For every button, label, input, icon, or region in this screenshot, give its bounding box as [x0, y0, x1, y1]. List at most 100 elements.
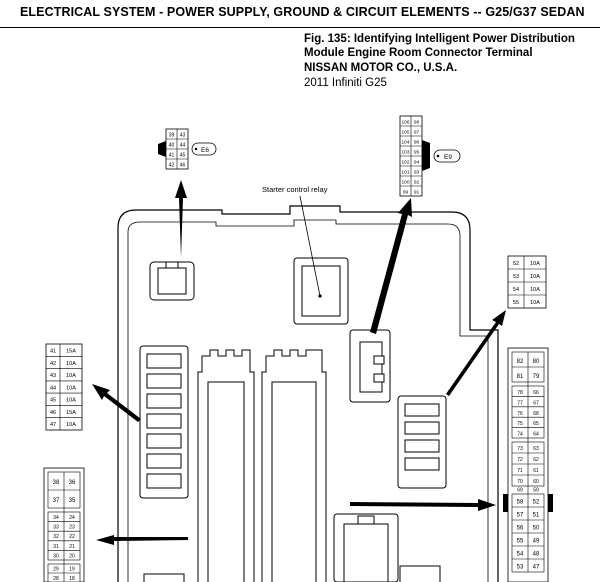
fusible-link-cavities: [197, 349, 327, 582]
pin-number: 62: [533, 457, 539, 463]
fuse-rating: 10A: [66, 373, 76, 379]
arrow-connector-right: [350, 499, 496, 511]
arrow-e6: [175, 180, 187, 258]
pin-number: 67: [533, 400, 539, 406]
e9-tag: E9: [433, 149, 461, 163]
pin-number: 50: [533, 526, 540, 532]
e9-socket: [349, 329, 391, 403]
pin-number: 70: [517, 479, 523, 485]
pin-number: 78: [517, 390, 523, 396]
fuse-number: 43: [50, 373, 56, 379]
bottom-fuses: [143, 565, 441, 582]
pin-number: 30: [53, 553, 59, 559]
pin-number: 28: [53, 576, 59, 582]
fuse-number: 45: [50, 398, 56, 404]
pin-number: 35: [69, 498, 76, 504]
pin-number: 76: [517, 411, 523, 417]
e6-pin: 43: [180, 133, 186, 139]
fuse-number: 47: [50, 422, 56, 428]
e6-pin: 40: [169, 143, 175, 149]
pin-number: 69: [517, 488, 523, 494]
pin-number: 68: [533, 411, 539, 417]
pin-number: 51: [533, 513, 540, 519]
fuse-rating: 10A: [530, 261, 540, 267]
pin-number: 58: [517, 500, 524, 506]
arrow-fuses-right: [446, 310, 506, 396]
e6-socket: [149, 261, 195, 301]
starter-relay-socket: [293, 257, 349, 325]
fuse-rating: 10A: [66, 385, 76, 391]
e9-pin: 103: [401, 150, 409, 156]
starter-relay-label: Starter control relay: [262, 185, 328, 194]
pin-number: 19: [69, 567, 75, 573]
pin-number: 64: [533, 432, 539, 438]
pin-number: 20: [69, 553, 75, 559]
fuse-rating: 10A: [530, 287, 540, 293]
pin-number: 82: [517, 359, 524, 365]
manufacturer: NISSAN MOTOR CO., U.S.A.: [304, 62, 458, 74]
starter-relay-leader: [299, 195, 321, 297]
pin-number: 74: [517, 432, 523, 438]
pin-number: 37: [53, 498, 60, 504]
e9-pin: 102: [401, 160, 409, 166]
pin-number: 24: [69, 515, 75, 521]
e9-pin: 92: [414, 180, 420, 186]
pin-number: 38: [53, 480, 60, 486]
pin-number: 34: [53, 515, 59, 521]
pin-number: 61: [533, 468, 539, 474]
e6-pin: 42: [169, 163, 175, 169]
pin-number: 36: [69, 480, 76, 486]
pin-number: 52: [533, 500, 540, 506]
fuse-number: 54: [513, 287, 519, 293]
e9-pin: 99: [403, 190, 409, 196]
pin-number: 32: [53, 534, 59, 540]
fuse-number: 42: [50, 361, 56, 367]
e6-pin: 41: [169, 153, 175, 159]
ipdm-inner-outline: [127, 219, 489, 582]
pin-number: 59: [533, 488, 539, 494]
fuse-number: 55: [513, 300, 519, 306]
connector-e9-view: 106 98 105 97 104 96 103 95 102 94 101 9…: [399, 115, 430, 197]
pin-number: 57: [517, 513, 524, 519]
e6-pin: 44: [180, 143, 186, 149]
fuse-rating: 15A: [66, 349, 76, 355]
e9-pin: 100: [401, 180, 409, 186]
pin-number: 54: [517, 552, 524, 558]
pin-number: 65: [533, 421, 539, 427]
connector-table-right-big: 82 80 81 79 78 66 77 67 76 68 75 65 74 6…: [503, 347, 553, 582]
e9-pin: 91: [414, 190, 420, 196]
pin-number: 56: [517, 526, 524, 532]
fuse-rating: 10A: [66, 398, 76, 404]
connector-e6-view: 39 43 40 44 41 45 42 46: [158, 128, 189, 170]
pin-number: 77: [517, 400, 523, 406]
fuse-number: 44: [50, 385, 56, 391]
pin-number: 73: [517, 446, 523, 452]
fuse-rating: 10A: [66, 361, 76, 367]
vehicle-model: 2011 Infiniti G25: [304, 77, 387, 89]
pin-number: 29: [53, 567, 59, 573]
e9-pin: 94: [414, 160, 420, 166]
e6-pin: 46: [180, 163, 186, 169]
fuse-number: 41: [50, 349, 56, 355]
pin-number: 47: [533, 565, 540, 571]
pin-number: 33: [53, 525, 59, 531]
e9-pin: 105: [401, 130, 409, 136]
ipdm-housing: [117, 205, 499, 582]
e9-pin: 104: [401, 140, 409, 146]
pin-number: 80: [533, 359, 540, 365]
fuse-table-upper-right: 52 10A 53 10A 54 10A 55 10A: [507, 255, 547, 309]
arrow-fuses-left: [92, 384, 141, 422]
fuse-rating: 10A: [530, 300, 540, 306]
e6-label: E6: [201, 147, 209, 154]
e9-pin: 98: [414, 120, 420, 126]
e9-pin: 97: [414, 130, 420, 136]
pin-number: 81: [517, 374, 524, 380]
e9-pin: 93: [414, 170, 420, 176]
e6-pin: 45: [180, 153, 186, 159]
pin-number: 75: [517, 421, 523, 427]
e6-tag: E6: [191, 142, 217, 156]
figure-title: Fig. 135: Identifying Intelligent Power …: [304, 33, 575, 59]
arrow-connector-left: [96, 535, 188, 545]
pin-number: 79: [533, 374, 540, 380]
